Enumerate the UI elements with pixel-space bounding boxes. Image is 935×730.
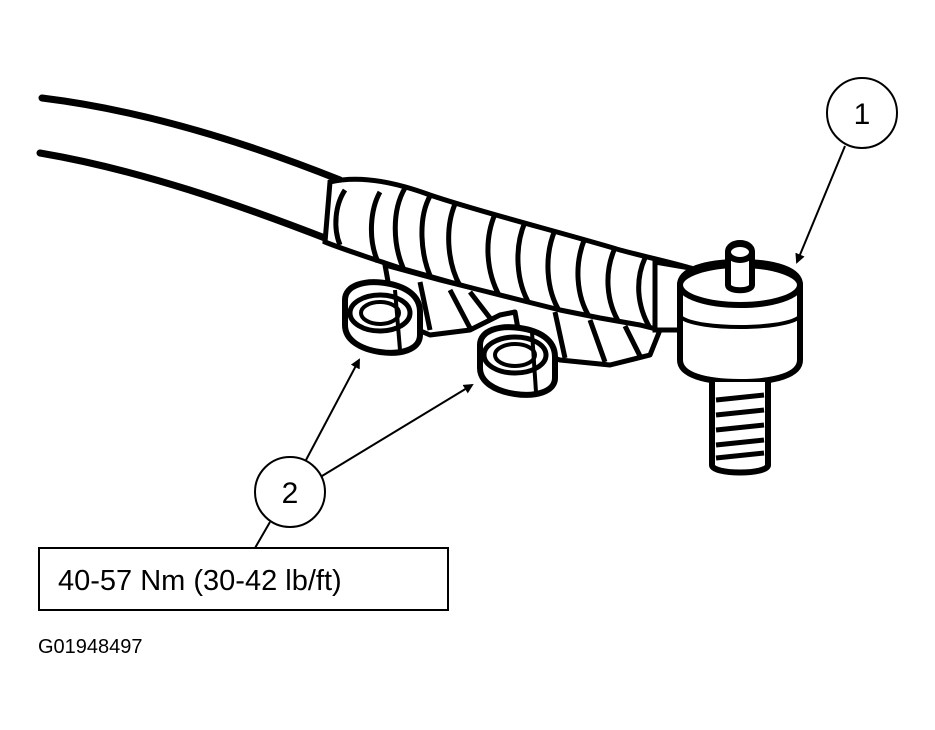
clamp-nut-right [477, 324, 558, 398]
torque-spec-frame [38, 547, 449, 611]
callout-1-circle [826, 77, 898, 149]
callout-1-leader [795, 145, 846, 264]
callout-1-label: 1 [854, 98, 871, 131]
callout-2-leader-right [321, 383, 474, 477]
tie-rod-end [652, 240, 803, 476]
callout-1: 1 [795, 77, 898, 264]
figure-id: G01948497 [38, 636, 143, 658]
adjusting-sleeve [322, 176, 693, 333]
callout-2-circle [254, 456, 326, 528]
clamp-nut-left [342, 279, 423, 356]
torque-spec-box: 40-57 Nm (30-42 lb/ft) [38, 547, 449, 611]
callout-2-spec-connector [254, 521, 271, 549]
stud-threads [715, 392, 765, 461]
clamp-bracket [382, 262, 663, 368]
torque-spec-text: 40-57 Nm (30-42 lb/ft) [58, 565, 342, 597]
tie-rod-shaft [36, 94, 344, 244]
callout-2: 2 [254, 358, 474, 549]
callout-2-label: 2 [282, 477, 299, 510]
callout-2-leader-left [305, 358, 360, 461]
